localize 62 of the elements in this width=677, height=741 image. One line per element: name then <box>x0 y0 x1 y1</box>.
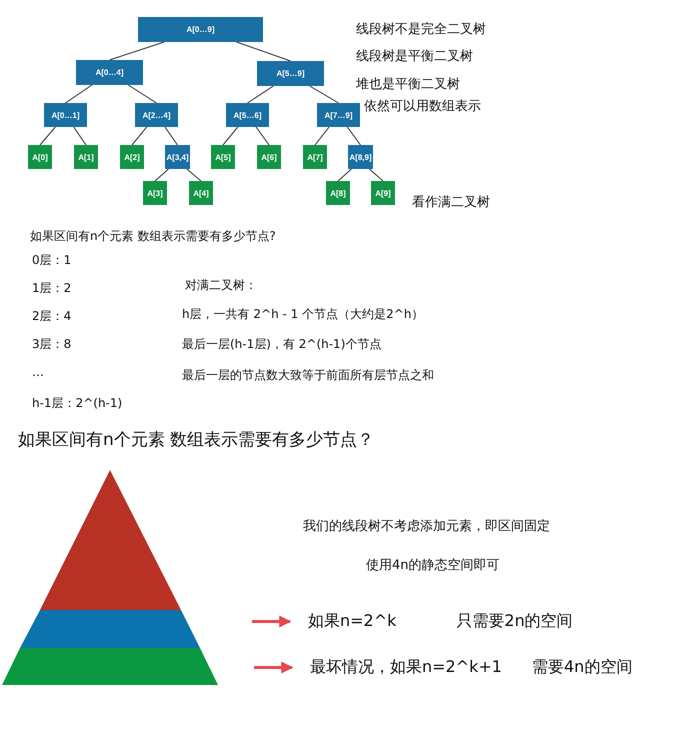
leaf-node-box: A[4] <box>189 181 213 205</box>
tree-branch-line <box>164 126 178 146</box>
case-text-part: 如果n=2^k <box>308 611 396 632</box>
tree-branch-line <box>65 84 92 104</box>
tree-branch-line <box>314 126 330 146</box>
tree-branch-line <box>256 126 270 146</box>
arrow <box>252 616 292 628</box>
tree-branch-line <box>109 42 165 60</box>
tree-branch-line <box>73 126 86 146</box>
note-text: 3层：8 <box>32 336 72 353</box>
leaf-node-box: A[3] <box>143 181 167 205</box>
note-text: 最后一层的节点数大致等于前面所有层节点之和 <box>182 367 434 384</box>
tree-branch-line <box>369 168 384 182</box>
leaf-node-box: A[2] <box>120 145 144 169</box>
note-text: 使用4n的静态空间即可 <box>366 557 500 574</box>
tree-node-box: A[0…1] <box>44 103 87 127</box>
arrow <box>254 662 294 674</box>
tree-branch-line <box>309 86 339 104</box>
case-text-part: 最坏情况，如果n=2^k+1 <box>310 657 502 678</box>
tree-branch-line <box>186 168 202 182</box>
note-text: 线段树是平衡二叉树 <box>356 48 473 65</box>
tree-branch-line <box>154 168 169 182</box>
note-text: h层，一共有 2^h - 1 个节点（大约是2^h） <box>182 306 424 323</box>
note-text: 最后一层(h-1层)，有 2^(h-1)个节点 <box>182 336 382 353</box>
leaf-node-box: A[9] <box>371 181 395 205</box>
leaf-node-box: A[8] <box>326 181 350 205</box>
note-text: 我们的线段树不考虑添加元素，即区间固定 <box>303 518 550 535</box>
leaf-node-box: A[5] <box>211 145 235 169</box>
tree-branch-line <box>222 126 238 146</box>
tree-branch-line <box>40 126 56 146</box>
leaf-node-box: A[0] <box>28 145 52 169</box>
note-text: 线段树不是完全二叉树 <box>356 21 486 38</box>
heading-text: 如果区间有n个元素 数组表示需要有多少节点？ <box>18 429 374 451</box>
tree-branch-line <box>346 126 361 146</box>
tree-node-box: A[5…9] <box>257 61 324 86</box>
tree-branch-line <box>236 42 291 62</box>
leaf-node-box: A[1] <box>74 145 98 169</box>
note-text: h-1层：2^(h-1) <box>32 395 122 412</box>
tree-node-box: A[3,4] <box>165 145 190 169</box>
case-text-part: 需要4n的空间 <box>532 657 632 678</box>
tree-branch-line <box>132 126 148 146</box>
note-text: 看作满二叉树 <box>412 194 490 211</box>
note-text: 依然可以用数组表示 <box>364 98 481 115</box>
tree-node-box: A[5…6] <box>226 103 269 127</box>
note-text: 堆也是平衡二叉树 <box>356 76 460 93</box>
tree-node-box: A[7…9] <box>317 103 360 127</box>
leaf-node-box: A[6] <box>257 145 281 169</box>
tree-node-box: A[0…4] <box>76 60 143 85</box>
tree-branch-line <box>128 84 157 104</box>
note-text: 0层：1 <box>32 252 72 269</box>
note-text: 2层：4 <box>32 308 72 325</box>
tree-branch-line <box>338 168 352 182</box>
note-text: 1层：2 <box>32 280 72 297</box>
note-text: 对满二叉树： <box>185 277 257 294</box>
tree-node-box: A[8,9] <box>348 145 373 169</box>
note-text: … <box>32 365 44 379</box>
note-text: 如果区间有n个元素 数组表示需要有多少节点? <box>30 228 276 245</box>
leaf-node-box: A[7] <box>303 145 327 169</box>
tree-node-box: A[0…9] <box>138 17 263 42</box>
case-text-part: 只需要2n的空间 <box>456 611 573 632</box>
tree-node-box: A[2…4] <box>135 103 178 127</box>
tree-branch-line <box>247 86 274 104</box>
